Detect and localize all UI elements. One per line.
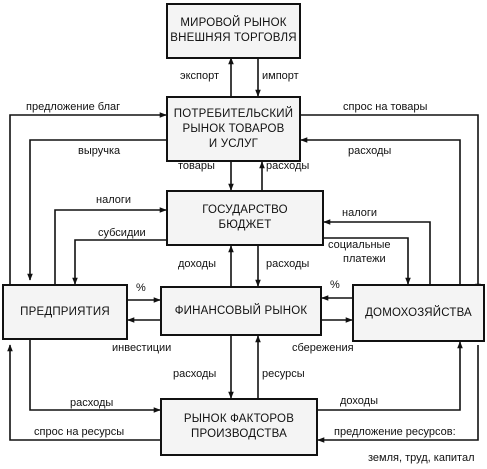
expenses-to-consumer-arrow [300,137,461,285]
label-incomes-budget: доходы [178,258,216,270]
label-demand-resources: спрос на ресурсы [34,426,125,438]
label-social-payments-1: социальные [328,239,391,251]
factor-market-box: РЫНОК ФАКТОРОВ ПРОИЗВОДСТВА [160,398,318,456]
consumer-market-title: ПОТРЕБИТЕЛЬСКИЙ РЫНОК ТОВАРОВ И УСЛУГ [173,107,294,150]
label-social-payments-2: платежи [343,253,386,265]
label-investments: инвестиции [112,342,172,354]
consumer-market-box: ПОТРЕБИТЕЛЬСКИЙ РЫНОК ТОВАРОВ И УСЛУГ [166,96,301,162]
state-budget-title: ГОСУДАРСТВО БЮДЖЕТ [202,204,288,231]
supply-goods-arrow [9,112,167,290]
factor-market-title: РЫНОК ФАКТОРОВ ПРОИЗВОДСТВА [183,413,295,440]
taxes-right-arrow [323,219,431,290]
label-expenses-budget: расходы [266,258,310,270]
world-market-title: МИРОВОЙ РЫНОК ВНЕШНЯЯ ТОРГОВЛЯ [170,17,297,44]
label-taxes-right: налоги [342,207,378,219]
label-expenses-consumer: расходы [266,160,310,172]
label-expenses-fin: расходы [173,368,217,380]
taxes-left-arrow [54,207,167,288]
social-payments-arrow [324,237,411,285]
label-resources: ресурсы [262,368,305,380]
label-savings: сбережения [292,342,354,354]
label-expenses-top-right: расходы [348,145,392,157]
label-supply-goods: предложение благ [26,101,121,113]
households-title: ДОМОХОЗЯЙСТВА [365,306,472,319]
factor-expenses-arrow [29,340,161,413]
demand-resources-arrow [7,344,160,441]
label-percent-right: % [330,279,340,291]
label-land-labor-capital: земля, труд, капитал [368,452,475,464]
label-revenue: выручка [78,145,121,157]
label-export: экспорт [180,70,220,82]
revenue-arrow [27,139,166,281]
state-budget-box: ГОСУДАРСТВО БЮДЖЕТ [166,190,324,246]
financial-market-title: ФИНАНСОВЫЙ РЫНОК [174,304,308,317]
demand-goods-arrow [301,114,481,291]
enterprises-title: ПРЕДПРИЯТИЯ [20,305,110,318]
subsidies-arrow [72,239,166,285]
supply-resources-arrow [317,345,479,443]
label-goods: товары [178,160,215,172]
factor-incomes-arrow [318,341,463,411]
label-taxes-left: налоги [96,194,132,206]
financial-market-box: ФИНАНСОВЫЙ РЫНОК [160,286,322,336]
enterprises-box: ПРЕДПРИЯТИЯ [2,284,128,340]
label-incomes-factor: доходы [340,395,378,407]
households-box: ДОМОХОЗЯЙСТВА [352,284,485,342]
label-demand-goods: спрос на товары [343,101,428,113]
label-supply-resources: предложение ресурсов: [334,426,456,438]
label-expenses-factor: расходы [70,397,114,409]
label-import: импорт [262,70,299,82]
label-percent-left: % [136,282,146,294]
world-market-box: МИРОВОЙ РЫНОК ВНЕШНЯЯ ТОРГОВЛЯ [166,3,301,59]
label-subsidies: субсидии [98,227,146,239]
